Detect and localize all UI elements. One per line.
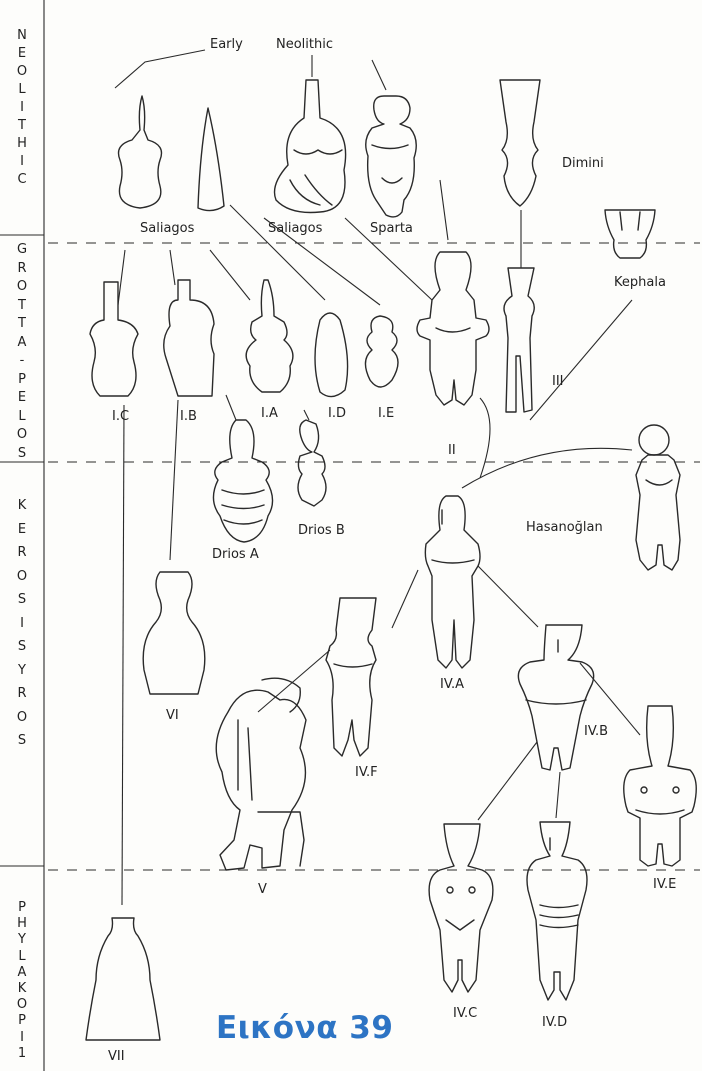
period-keros-syros-letter: I [9,616,35,632]
period-grotta-pelos-letter: - [9,353,35,369]
label-ie: I.E [378,406,394,421]
period-grotta-pelos-letter: T [9,298,35,314]
period-keros-syros-letter: S [9,639,35,655]
period-phylakopi-letter: K [9,981,35,997]
figurine-kephala [605,210,655,258]
period-grotta-pelos-letter: T [9,316,35,332]
period-neolithic-letter: T [9,118,35,134]
label-sparta: Sparta [370,221,413,236]
period-grotta-pelos-letter: P [9,372,35,388]
period-keros-syros-letter: S [9,733,35,749]
period-grotta-pelos-letter: E [9,390,35,406]
figurine-drios-a [213,420,272,542]
period-keros-syros-letter: S [9,592,35,608]
label-saliagos-1: Saliagos [140,221,194,236]
period-neolithic-letter: O [9,64,35,80]
period-phylakopi-letter: I [9,1030,35,1046]
period-neolithic-letter: I [9,100,35,116]
period-keros-syros-letter: R [9,686,35,702]
label-vii: VII [108,1049,125,1064]
label-early: Early [210,37,243,52]
period-grotta-pelos-letter: S [9,446,35,462]
period-phylakopi-letter: O [9,997,35,1013]
figurine-ia [246,280,293,392]
figurine-v [216,678,306,870]
label-vi: VI [166,708,179,723]
label-ive: IV.E [653,877,676,892]
period-phylakopi-letter: Y [9,932,35,948]
label-ivf: IV.F [355,765,378,780]
period-grotta-pelos-letter: A [9,335,35,351]
label-id: I.D [328,406,346,421]
figurine-drios-b [298,420,326,506]
figurine-dimini [500,80,540,206]
figurine-hasanoglan [636,425,680,570]
figurine-sparta-seated [366,96,417,217]
figurine-ive [624,706,697,866]
figurine-ivc [429,824,493,992]
period-grotta-pelos-letter: O [9,427,35,443]
figurine-early-saliagos-violin [119,96,162,208]
period-keros-syros-letter: O [9,569,35,585]
period-neolithic-letter: C [9,172,35,188]
figurine-ic [90,282,138,396]
period-grotta-pelos-letter: G [9,242,35,258]
figurine-ivf [326,598,376,756]
period-neolithic-letter: E [9,46,35,62]
period-keros-syros-letter: Y [9,663,35,679]
figurine-iii [504,268,534,412]
label-v: V [258,882,267,897]
period-phylakopi-letter: A [9,965,35,981]
figurine-ivd [527,822,587,1000]
figurine-id [315,313,348,397]
period-grotta-pelos-letter: L [9,409,35,425]
label-ia: I.A [261,406,278,421]
label-ivd: IV.D [542,1015,567,1030]
period-neolithic-letter: H [9,136,35,152]
figurine-saliagos-stick [198,108,224,211]
figurine-saliagos-seated [275,80,346,213]
period-neolithic-letter: I [9,154,35,170]
label-hasanoglan: Hasanoğlan [526,520,603,535]
period-phylakopi-letter: L [9,949,35,965]
period-grotta-pelos-letter: R [9,261,35,277]
label-iva: IV.A [440,677,464,692]
period-neolithic-letter: L [9,82,35,98]
label-ivc: IV.C [453,1006,477,1021]
period-phylakopi-letter: 1 [9,1046,35,1062]
figurine-ie [365,316,398,387]
figurine-ib [164,280,214,396]
label-ii: II [448,443,456,458]
label-drios-b: Drios B [298,523,345,538]
label-neolithic: Neolithic [276,37,333,52]
figurine-ivb [518,625,593,770]
label-saliagos-2: Saliagos [268,221,322,236]
figurine-ii [417,252,489,405]
figurine-vii [86,918,160,1040]
label-ivb: IV.B [584,724,608,739]
period-keros-syros-letter: E [9,522,35,538]
period-phylakopi-letter: P [9,1013,35,1029]
label-ic: I.C [112,409,129,424]
label-iii: III [552,374,564,389]
label-dimini: Dimini [562,156,604,171]
figurine-iva [425,496,480,668]
figure-caption: Εικόνα 39 [216,1010,393,1046]
period-phylakopi-letter: P [9,900,35,916]
period-phylakopi-letter: H [9,916,35,932]
period-grotta-pelos-letter: O [9,279,35,295]
period-keros-syros-letter: R [9,545,35,561]
figurine-vi [143,572,205,694]
label-kephala: Kephala [614,275,666,290]
label-drios-a: Drios A [212,547,259,562]
period-keros-syros-letter: K [9,498,35,514]
period-keros-syros-letter: O [9,710,35,726]
period-neolithic-letter: N [9,28,35,44]
label-ib: I.B [180,409,197,424]
